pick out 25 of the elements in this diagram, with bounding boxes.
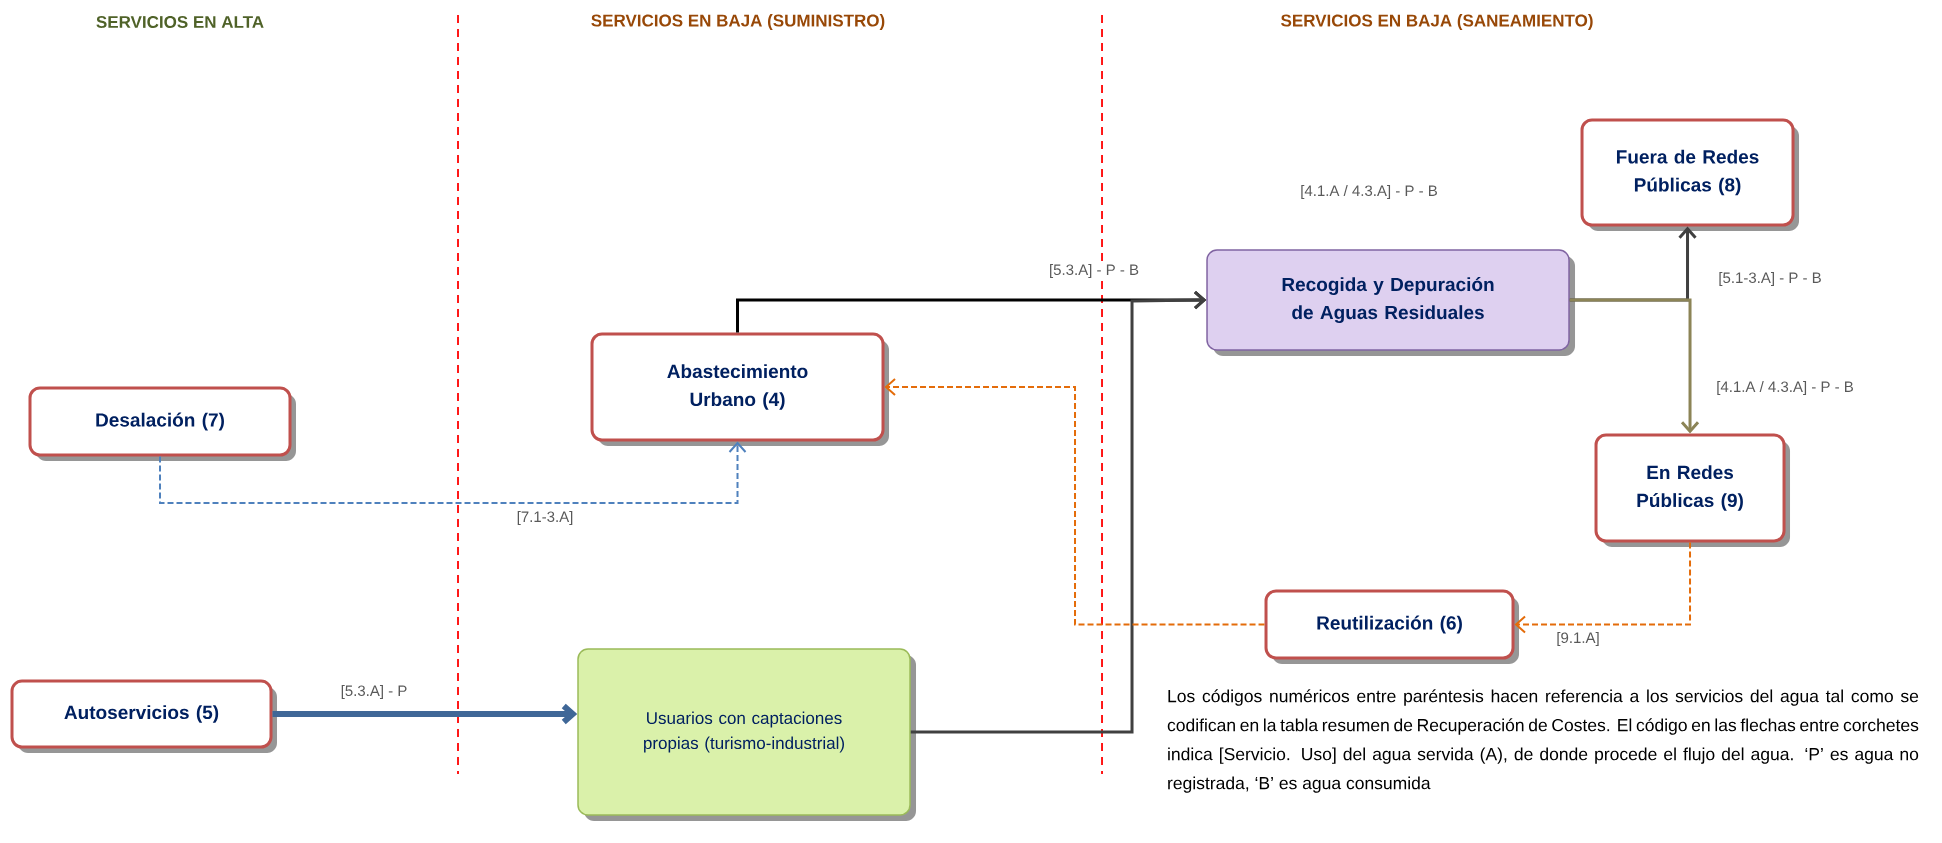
process-box: Recogida y Depuración de Aguas Residuales	[1206, 249, 1575, 356]
service-box: Autoservicios (5)	[10, 679, 277, 753]
service-box: Fuera de Redes Públicas (8)	[1580, 118, 1799, 231]
note-text: Los códigos numéricos entre paréntesis hacen referencia a los servicios del agua tal como se codifican en la tabla resumen de Recuperación de Costes. El código en las flechas entre corchetes indica [Servicio. Uso] del agua servida (A), de donde procede el flujo del agua. ‘P’ es agua no registrada, ‘B’ es agua consumida	[1167, 689, 1919, 793]
section-heading: SERVICIOS EN ALTA	[96, 16, 264, 28]
flow-label: [4.1.A / 4.3.A] - P - B	[1301, 185, 1437, 199]
arrow	[910, 291, 1207, 734]
arrow	[159, 441, 747, 504]
edge-label: [5.3.A] - P - B	[1048, 263, 1141, 279]
service-box: En Redes Públicas (9)	[1594, 433, 1791, 547]
edge-label: [9.1.A]	[1555, 631, 1601, 647]
service-box: Abastecimiento Urbano (4)	[590, 332, 889, 446]
edge-label: [4.1.A / 4.3.A] - P - B	[1715, 380, 1855, 396]
service-box: Desalación (7)	[28, 386, 296, 461]
edge-label: [5.3.A] - P	[339, 684, 409, 700]
edge-label: [5.1-3.A] - P - B	[1717, 271, 1823, 287]
arrow	[1569, 298, 1700, 434]
service-box: Reutilización (6)	[1264, 589, 1519, 664]
users-box: Usuarios con captaciones propias (turismo-industrial)	[577, 648, 916, 821]
section-heading: SERVICIOS EN BAJA (SANEAMIENTO)	[1281, 14, 1593, 30]
edge-label: [7.1-3.A]	[515, 510, 575, 526]
arrow	[1514, 541, 1691, 634]
arrow	[272, 703, 578, 725]
arrow	[884, 378, 1266, 626]
section-heading: SERVICIOS EN BAJA (SUMINISTRO)	[591, 14, 885, 30]
